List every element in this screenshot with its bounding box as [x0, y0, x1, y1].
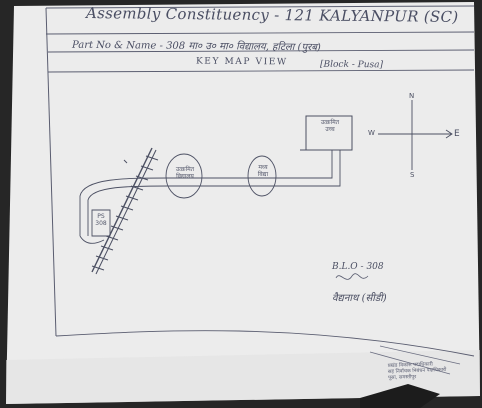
key-map-view-title: KEY MAP VIEW	[195, 56, 288, 68]
blo-name: वैद्यनाथ (सीडी)	[332, 293, 387, 304]
landmark-oval-1	[165, 153, 203, 199]
part-label: Part No & Name -	[71, 39, 167, 52]
part-value: 308 मा० उ० मा० विद्यालय, हटिला (पुरब)	[166, 40, 321, 54]
compass-south: S	[410, 171, 415, 179]
border-bottom	[55, 330, 475, 357]
rule-2	[47, 49, 475, 53]
border-top	[45, 5, 475, 9]
compass-west: W	[368, 129, 375, 137]
compass-north: N	[409, 92, 415, 100]
landmark-oval-2	[247, 155, 277, 197]
part-line: Part No & Name - 308 मा० उ० मा० विद्यालय…	[72, 37, 321, 54]
block-label: [Block - Pusa]	[319, 59, 384, 71]
paper-shadow	[6, 350, 480, 404]
blo-number: B.L.O - 308	[332, 262, 384, 272]
compass-rose	[378, 100, 453, 170]
road	[79, 149, 341, 244]
paper-body	[6, 2, 480, 404]
rule-1	[45, 31, 475, 35]
border-left	[45, 7, 57, 337]
stamp-block: प्रखंड विकास पदाधिकारी सह निर्वाचक निबंध…	[388, 361, 447, 381]
rule-3	[47, 69, 475, 73]
polling-station-box	[305, 115, 353, 151]
dark-object	[360, 384, 440, 408]
compass-east: E	[454, 129, 460, 139]
school-box	[91, 209, 111, 237]
railway-line	[91, 147, 159, 275]
